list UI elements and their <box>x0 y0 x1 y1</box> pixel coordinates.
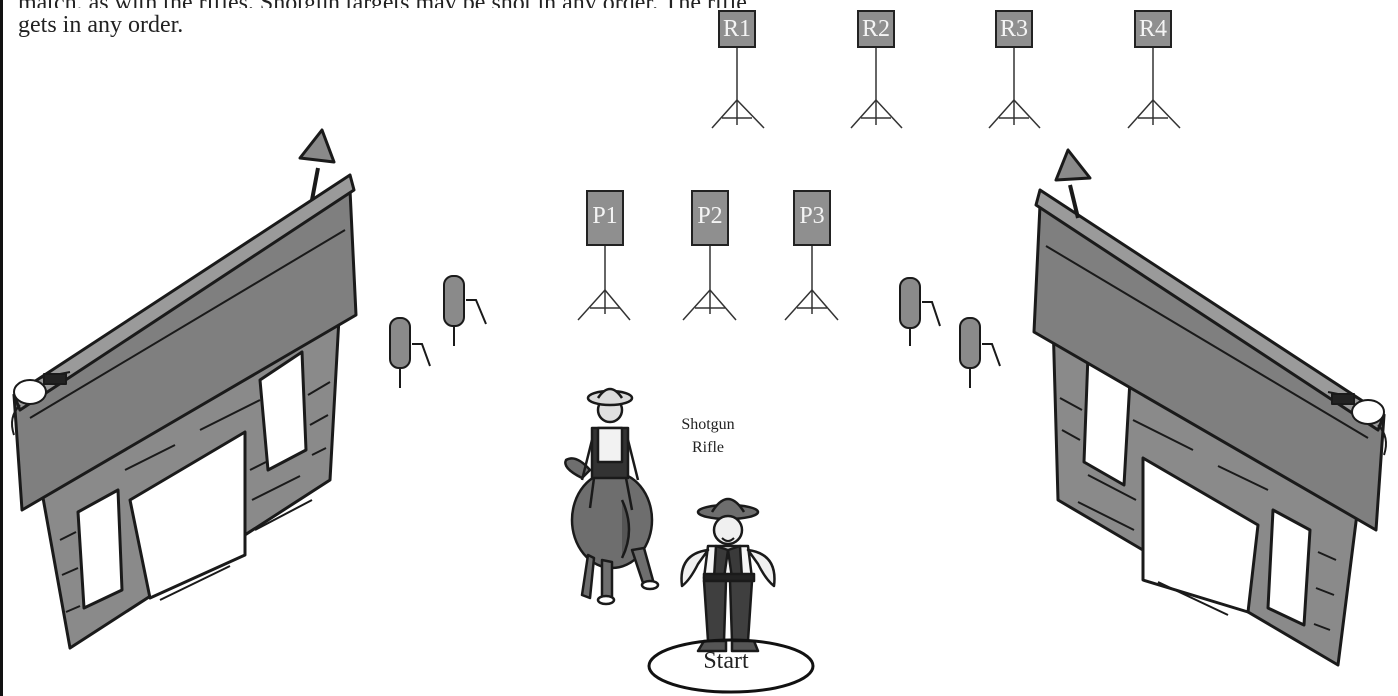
intro-line-1: match, as with the rifles. Shotgun targe… <box>18 0 747 8</box>
right-building <box>1032 148 1387 667</box>
start-label: Start <box>703 648 749 674</box>
cowboy-icon <box>680 497 776 653</box>
start-ellipse <box>647 638 815 694</box>
pistol-stand-2 <box>682 246 737 321</box>
rifle-target-r3-label: R3 <box>995 10 1033 48</box>
right-building-window-left <box>1266 508 1312 627</box>
shotgun-target-1-icon <box>389 317 431 388</box>
left-border-line <box>0 0 3 696</box>
rifle-target-r2-label: R2 <box>857 10 895 48</box>
left-building-window-right <box>258 350 308 472</box>
pistol-target-p3-label: P3 <box>793 190 831 246</box>
right-building-planks <box>1059 397 1337 631</box>
left-building-sign-top <box>12 173 356 412</box>
left-building-planks <box>59 381 331 613</box>
shotgun-target-3-icon <box>899 277 941 346</box>
left-building-door <box>128 430 247 600</box>
right-building-sign-top <box>1034 188 1386 432</box>
shotgun-target-4-icon <box>959 317 1001 388</box>
pistol-target-p2-label: P2 <box>691 190 729 246</box>
intro-line-2: gets in any order. <box>18 12 184 38</box>
intro-text: match, as with the rifles. Shotgun targe… <box>18 0 747 43</box>
left-building-window-left <box>76 488 124 610</box>
rifle-stand-2 <box>850 48 903 129</box>
right-weathervane-icon <box>1054 148 1092 219</box>
pistol-stand-1 <box>577 246 631 321</box>
right-building-door <box>1141 456 1260 614</box>
rifle-stand-3 <box>988 48 1041 129</box>
pistol-stand-3 <box>784 246 839 321</box>
rifle-stand-1 <box>711 48 765 129</box>
rifle-target-r4-label: R4 <box>1134 10 1172 48</box>
target-stands <box>577 48 1181 321</box>
right-hanging-figure-icon <box>1327 391 1387 456</box>
shotgun-targets <box>389 275 1001 388</box>
left-hanging-figure-icon <box>11 371 71 436</box>
rifle-label: Rifle <box>692 439 724 456</box>
left-weathervane-icon <box>298 128 336 201</box>
shotgun-label: Shotgun <box>681 416 735 433</box>
pistol-target-p1-label: P1 <box>586 190 624 246</box>
shooting-position-label: Shotgun Rifle <box>660 413 756 459</box>
rifle-target-r1-label: R1 <box>718 10 756 48</box>
shotgun-target-2-icon <box>443 275 487 346</box>
left-building <box>11 128 358 650</box>
rifle-stand-4 <box>1127 48 1181 129</box>
horse-rider-icon <box>564 387 660 606</box>
